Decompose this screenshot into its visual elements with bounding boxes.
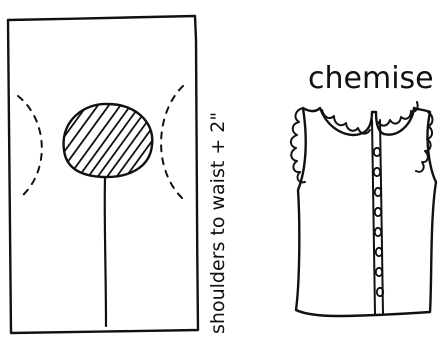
pattern-piece bbox=[8, 16, 198, 333]
front-slit-line bbox=[105, 178, 106, 326]
neck-hole bbox=[24, 82, 192, 222]
button bbox=[374, 148, 380, 156]
button bbox=[374, 168, 380, 176]
chemise-title: chemise bbox=[308, 61, 434, 96]
button bbox=[375, 228, 381, 236]
ruffle-neck-right bbox=[378, 102, 418, 126]
armhole-guide-left bbox=[18, 96, 42, 196]
button bbox=[375, 208, 381, 216]
measurement-label: shoulders to waist + 2" bbox=[207, 112, 229, 334]
chemise-drawing bbox=[291, 102, 436, 316]
button bbox=[376, 268, 382, 276]
armhole-guide-right bbox=[161, 86, 183, 198]
